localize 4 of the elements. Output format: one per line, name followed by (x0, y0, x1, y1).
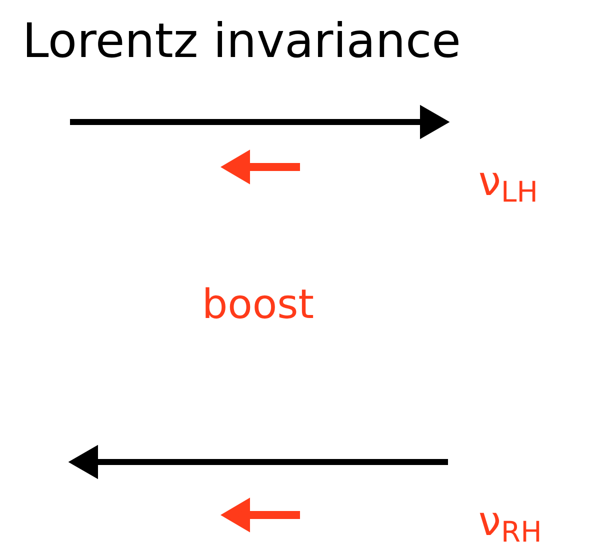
particle-label: ν$_{RH}$ (480, 512, 540, 542)
particle-label: ν$_{LH}$ (480, 172, 536, 202)
boost-label: boost (206, 287, 314, 319)
title: Lorentz invariance (27, 20, 458, 58)
